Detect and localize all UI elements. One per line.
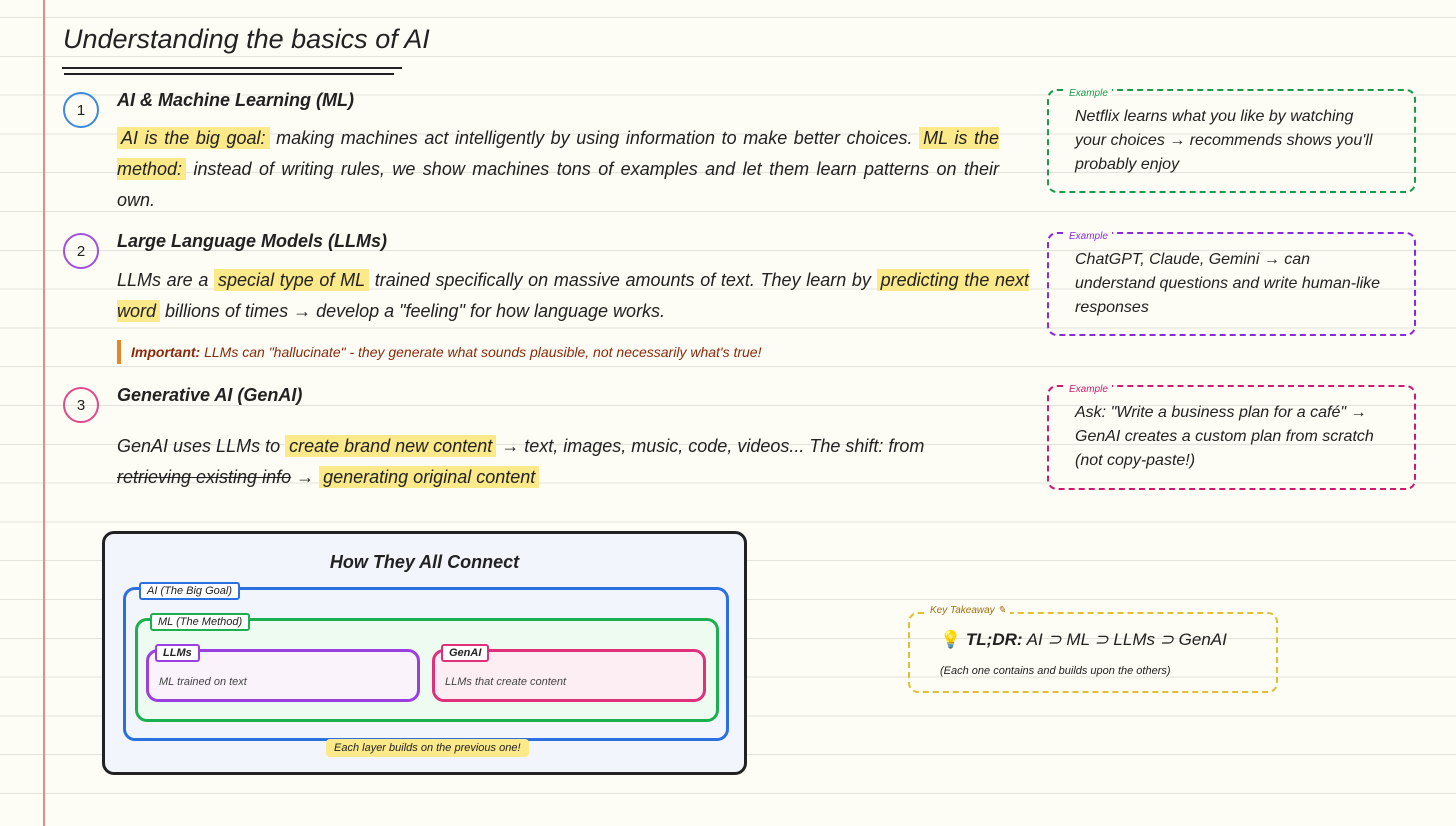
section-heading-2: Large Language Models (LLMs) (117, 231, 388, 251)
example-label: Example (1065, 225, 1112, 249)
example-text: Ask: "Write a business plan for a café" … (1075, 404, 1374, 469)
margin-line (43, 0, 45, 826)
text: → text, images, music, code, videos... T… (496, 436, 925, 456)
takeaway-subtext: (Each one contains and builds upon the o… (940, 665, 1171, 677)
text: → (291, 467, 320, 487)
text: LLMs are a (117, 270, 215, 290)
highlight: AI is the big goal: (117, 127, 270, 149)
title-underline (64, 73, 394, 75)
section-heading-3: Generative AI (GenAI) (117, 385, 303, 405)
ml-tag: ML (The Method) (150, 613, 251, 631)
section-body-2: LLMs are a special type of ML trained sp… (117, 265, 1030, 327)
connection-diagram: How They All Connect AI (The Big Goal) M… (102, 531, 747, 775)
text: making machines act intelligently by usi… (269, 128, 920, 148)
ai-box: AI (The Big Goal) ML (The Method) LLMs M… (123, 582, 729, 741)
strikethrough-text: retrieving existing info (117, 467, 292, 487)
section-number-1: 1 (63, 92, 99, 128)
example-label: Example (1065, 378, 1112, 402)
genai-desc: LLMs that create content (445, 676, 567, 688)
genai-tag: GenAI (441, 644, 490, 662)
example-text: ChatGPT, Claude, Gemini → can understand… (1075, 251, 1381, 316)
text: GenAI uses LLMs to (117, 436, 286, 456)
ml-box: ML (The Method) LLMs ML trained on text … (135, 613, 719, 722)
highlight: generating original content (319, 466, 540, 488)
page-title: Understanding the basics of AI (63, 24, 430, 54)
ai-tag: AI (The Big Goal) (139, 582, 240, 600)
important-callout: Important: LLMs can "hallucinate" - they… (117, 340, 771, 364)
highlight: special type of ML (214, 269, 370, 291)
section-body-1: AI is the big goal: making machines act … (117, 123, 1000, 216)
highlight: create brand new content (285, 435, 497, 457)
section-number-3: 3 (63, 387, 99, 423)
lightbulb-icon: 💡 (940, 630, 962, 649)
diagram-footer: Each layer builds on the previous one! (326, 739, 529, 757)
takeaway-label: Key Takeaway ✎ (926, 605, 1010, 616)
tldr-label: TL;DR: (965, 630, 1023, 649)
example-text: Netflix learns what you like by watching… (1075, 108, 1373, 173)
llms-box: LLMs ML trained on text (146, 644, 420, 702)
important-text: LLMs can "hallucinate" - they generate w… (200, 344, 762, 360)
title-underline (62, 67, 402, 69)
important-label: Important: (131, 344, 201, 360)
tldr-text: AI ⊃ ML ⊃ LLMs ⊃ GenAI (1022, 630, 1227, 649)
section-number-2: 2 (63, 233, 99, 269)
example-label: Example (1065, 82, 1112, 106)
section-body-3: GenAI uses LLMs to create brand new cont… (117, 431, 977, 493)
text: trained specifically on massive amounts … (369, 270, 877, 290)
text: billions of times → develop a "feeling" … (160, 301, 666, 321)
llms-desc: ML trained on text (159, 676, 247, 688)
section-heading-1: AI & Machine Learning (ML) (117, 90, 355, 110)
genai-box: GenAI LLMs that create content (432, 644, 706, 702)
llms-tag: LLMs (155, 644, 200, 662)
diagram-title: How They All Connect (329, 552, 520, 572)
text: instead of writing rules, we show machin… (117, 159, 999, 210)
key-takeaway-box: Key Takeaway ✎ 💡 TL;DR: AI ⊃ ML ⊃ LLMs ⊃… (908, 605, 1278, 693)
